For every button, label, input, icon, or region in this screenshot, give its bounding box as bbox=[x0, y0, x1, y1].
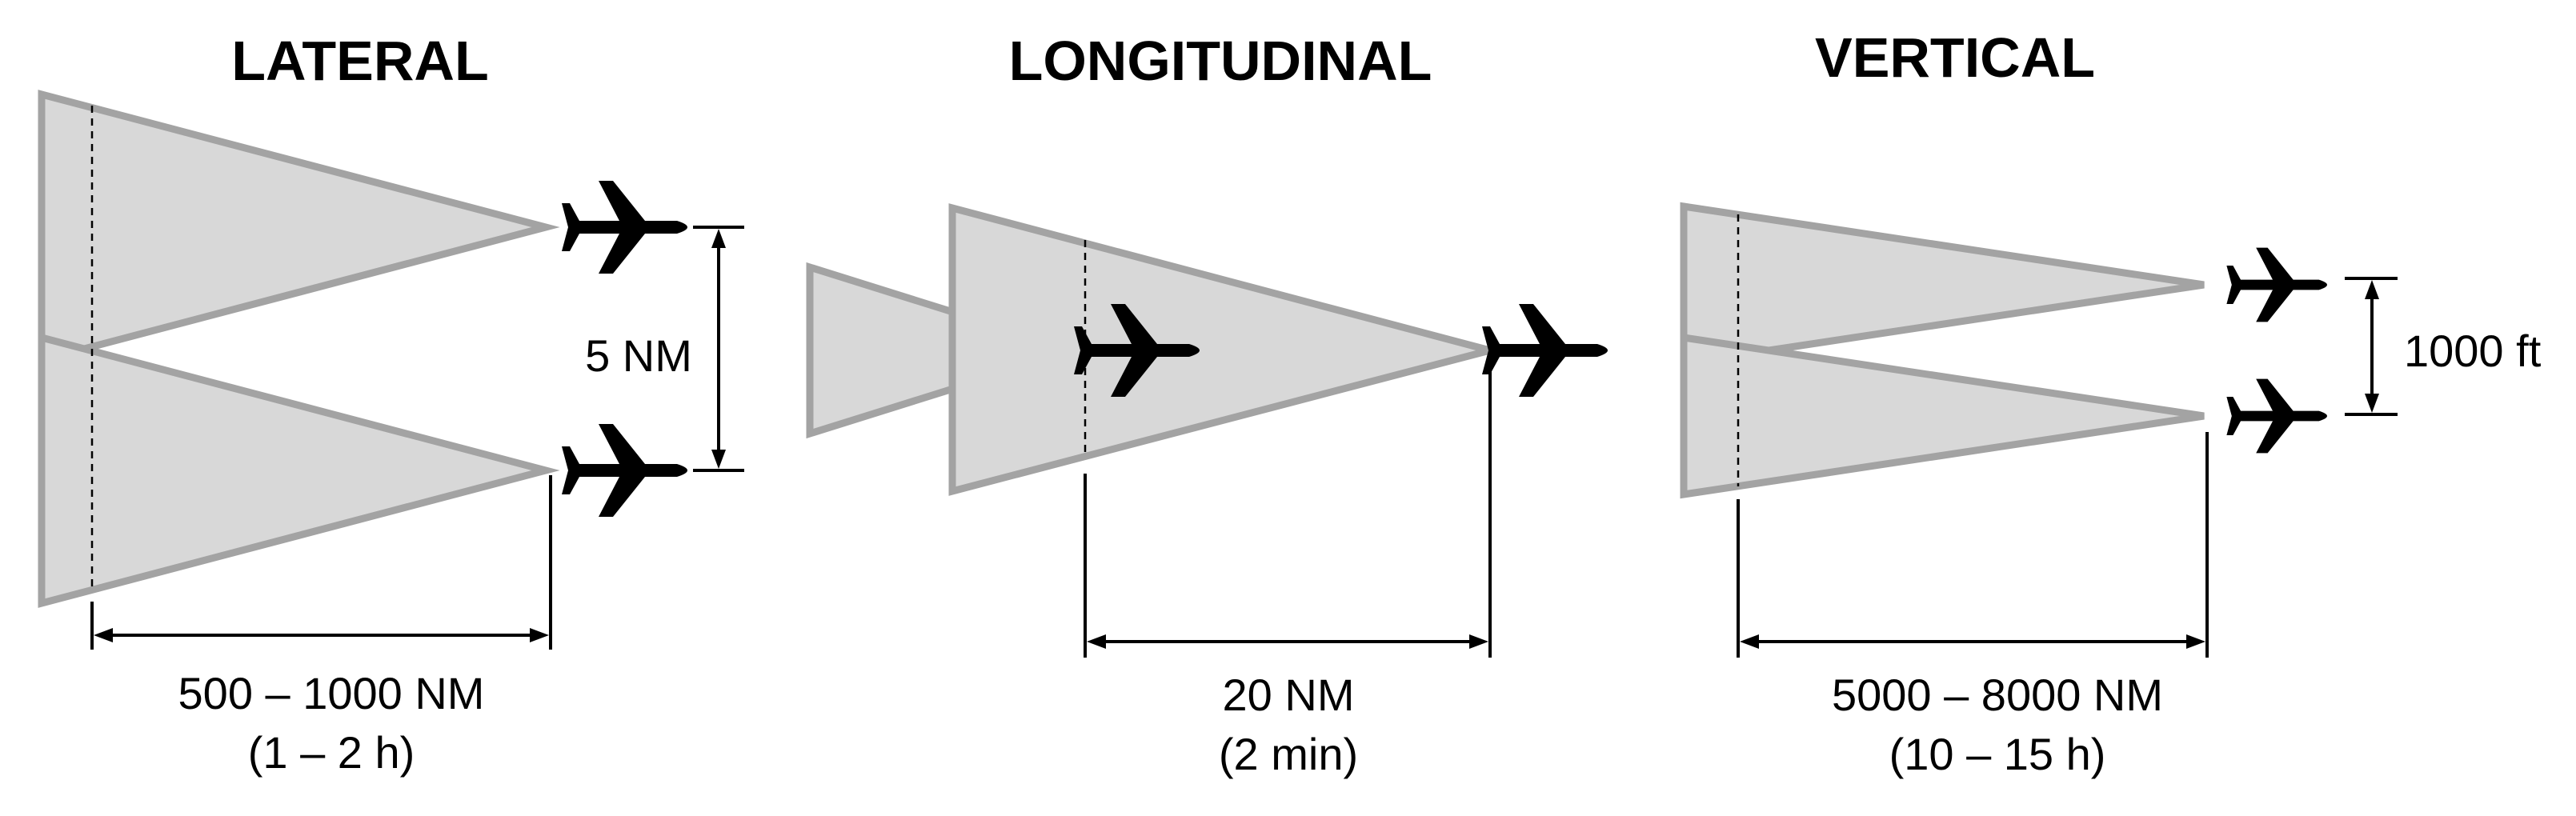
vertical-distance-label: 5000 – 8000 NM bbox=[1832, 670, 2163, 720]
lateral-separation-label: 5 NM bbox=[585, 330, 692, 381]
panel-title-vertical: VERTICAL bbox=[1815, 26, 2095, 89]
lateral-distance-dimension bbox=[90, 475, 552, 650]
longitudinal-cone-trailing bbox=[806, 262, 1088, 439]
panel-title-longitudinal: LONGITUDINAL bbox=[1009, 30, 1432, 92]
lateral-distance-label: 500 – 1000 NM bbox=[178, 668, 485, 718]
longitudinal-cone-leading bbox=[948, 203, 1504, 496]
airplane-icon bbox=[2226, 378, 2327, 454]
longitudinal-distance-label: 20 NM bbox=[1223, 670, 1355, 720]
airplane-icon bbox=[1482, 304, 1608, 397]
vertical-separation-dimension bbox=[2345, 277, 2398, 416]
longitudinal-distance-dimension bbox=[1084, 366, 1492, 658]
lateral-cone-upper bbox=[38, 90, 560, 365]
vertical-cone-upper bbox=[1680, 202, 2205, 368]
panel-vertical: VERTICAL 1000 ft 5000 – 8000 NM (10 – 15… bbox=[1680, 26, 2542, 779]
airplane-icon bbox=[562, 424, 687, 517]
vertical-separation-label: 1000 ft bbox=[2404, 326, 2542, 376]
vertical-distance-dimension bbox=[1737, 432, 2209, 658]
vertical-cone-lower bbox=[1680, 333, 2205, 499]
vertical-time-label: (10 – 15 h) bbox=[1889, 729, 2106, 779]
panel-lateral: LATERAL 5 NM 500 – 1000 NM (1 – 2 h) bbox=[38, 30, 744, 778]
airplane-icon bbox=[2226, 247, 2327, 322]
airplane-icon bbox=[562, 181, 687, 274]
panel-longitudinal: LONGITUDINAL 20 NM (2 min) bbox=[806, 30, 1608, 779]
lateral-cone-lower bbox=[38, 333, 560, 608]
panel-title-lateral: LATERAL bbox=[231, 30, 488, 92]
lateral-separation-dimension bbox=[693, 226, 744, 472]
longitudinal-time-label: (2 min) bbox=[1219, 729, 1358, 779]
lateral-time-label: (1 – 2 h) bbox=[248, 727, 415, 778]
